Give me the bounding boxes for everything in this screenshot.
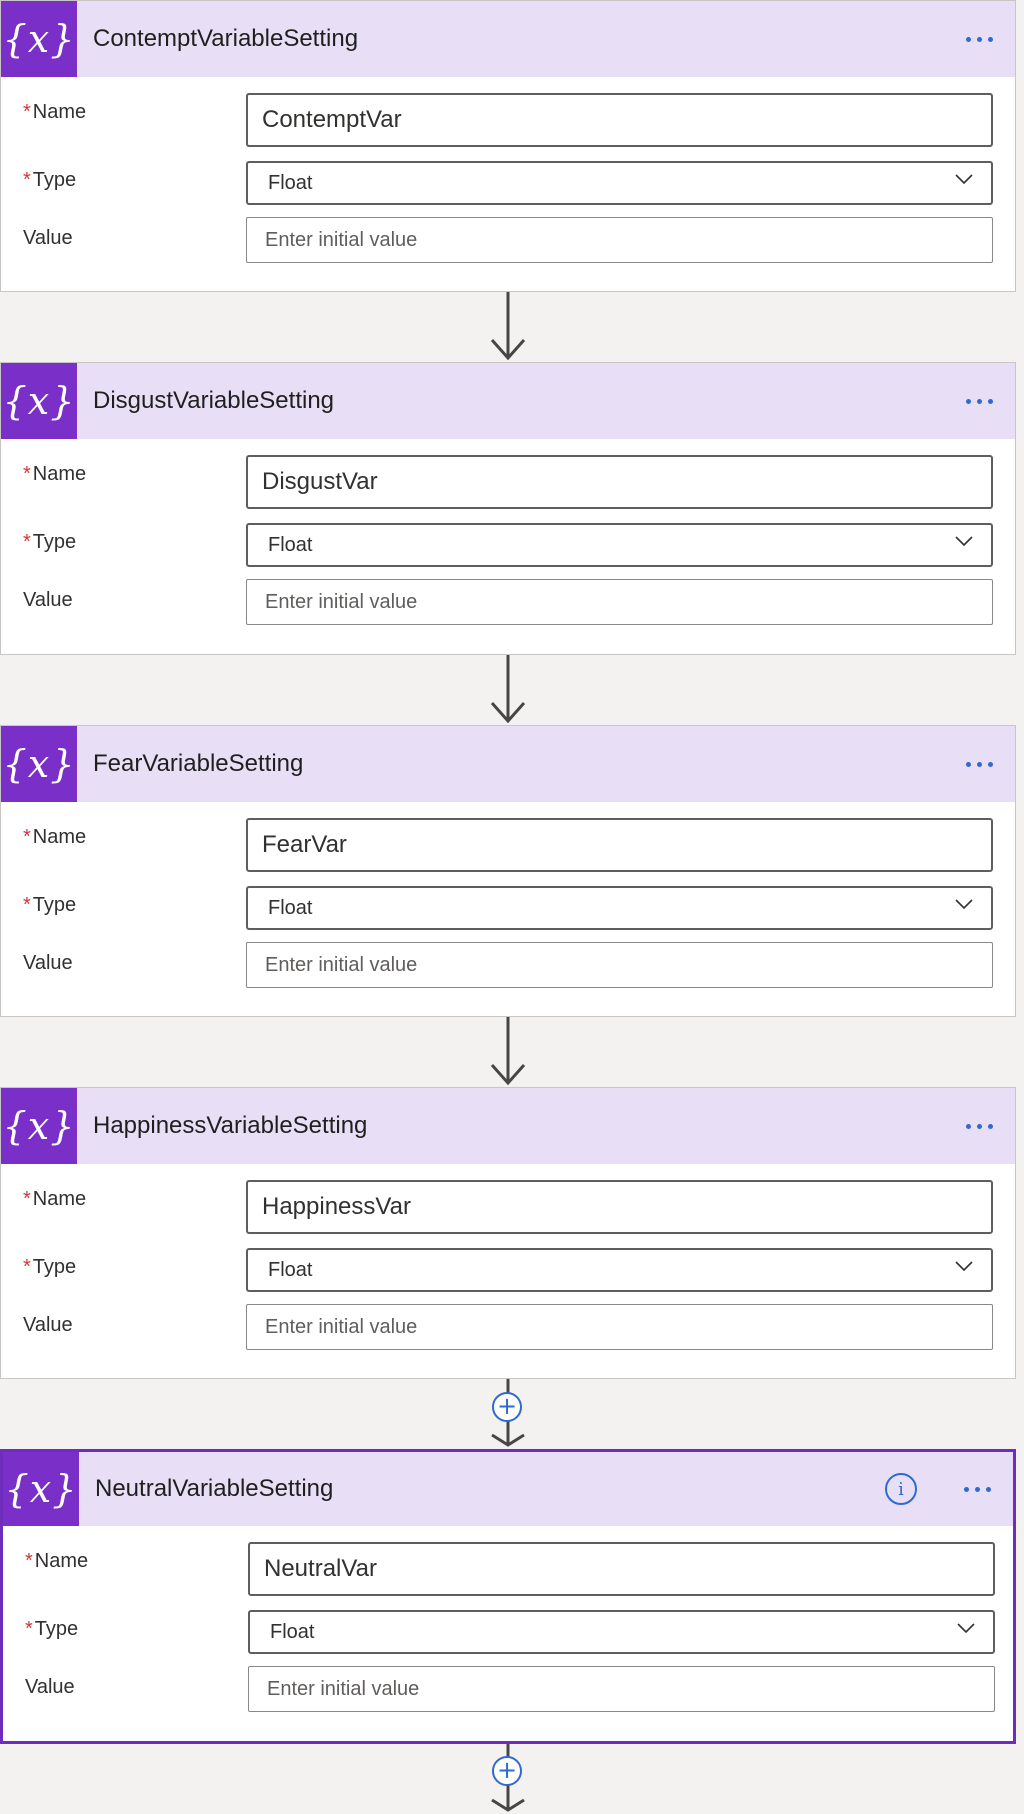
card-header[interactable]: {x} ContemptVariableSetting — [1, 1, 1015, 77]
type-label: *Type — [25, 1618, 79, 1640]
value-label: Value — [25, 1676, 75, 1698]
type-label: *Type — [23, 1256, 77, 1278]
name-input[interactable] — [246, 1180, 993, 1234]
name-input[interactable] — [246, 93, 993, 147]
type-selected-value: Float — [268, 896, 313, 919]
name-label: *Name — [23, 1188, 87, 1210]
action-card-contempt[interactable]: {x} ContemptVariableSetting *Name *Type … — [0, 0, 1016, 292]
required-mark: * — [25, 1550, 33, 1572]
name-input[interactable] — [246, 455, 993, 509]
type-selected-value: Float — [268, 171, 313, 194]
type-label: *Type — [23, 894, 77, 916]
chevron-down-icon — [955, 174, 973, 185]
insert-step-button[interactable]: + — [492, 1392, 522, 1422]
card-header[interactable]: {x} NeutralVariableSetting i — [3, 1452, 1013, 1526]
variable-icon: {x} — [1, 1088, 77, 1164]
more-options-icon[interactable] — [955, 1111, 1003, 1141]
value-input[interactable] — [248, 1666, 995, 1712]
name-label: *Name — [23, 101, 87, 123]
variable-icon: {x} — [3, 1452, 79, 1526]
required-mark: * — [23, 894, 31, 916]
name-label: *Name — [25, 1550, 89, 1572]
more-options-icon[interactable] — [955, 749, 1003, 779]
card-title[interactable]: FearVariableSetting — [93, 750, 304, 777]
chevron-down-icon — [957, 1623, 975, 1634]
type-label: *Type — [23, 531, 77, 553]
required-mark: * — [23, 101, 31, 123]
action-card-neutral[interactable]: {x} NeutralVariableSetting i *Name *Type… — [0, 1449, 1016, 1744]
type-selected-value: Float — [268, 533, 313, 556]
value-input[interactable] — [246, 217, 993, 263]
more-options-icon[interactable] — [955, 386, 1003, 416]
value-label: Value — [23, 589, 73, 611]
card-title[interactable]: NeutralVariableSetting — [95, 1475, 334, 1502]
card-title[interactable]: ContemptVariableSetting — [93, 25, 359, 52]
action-card-fear[interactable]: {x} FearVariableSetting *Name *Type Floa… — [0, 725, 1016, 1017]
type-select[interactable]: Float — [246, 161, 993, 205]
more-options-icon[interactable] — [955, 24, 1003, 54]
value-input[interactable] — [246, 579, 993, 625]
type-selected-value: Float — [268, 1258, 313, 1281]
type-select[interactable]: Float — [248, 1610, 995, 1654]
required-mark: * — [25, 1618, 33, 1640]
name-input[interactable] — [248, 1542, 995, 1596]
connector-arrow-icon — [490, 655, 526, 724]
value-input[interactable] — [246, 942, 993, 988]
variable-icon: {x} — [1, 726, 77, 802]
action-card-happiness[interactable]: {x} HappinessVariableSetting *Name *Type… — [0, 1087, 1016, 1379]
required-mark: * — [23, 169, 31, 191]
type-label: *Type — [23, 169, 77, 191]
value-label: Value — [23, 952, 73, 974]
name-label: *Name — [23, 826, 87, 848]
value-label: Value — [23, 227, 73, 249]
card-title[interactable]: DisgustVariableSetting — [93, 387, 335, 414]
card-header[interactable]: {x} DisgustVariableSetting — [1, 363, 1015, 439]
insert-step-button[interactable]: + — [492, 1756, 522, 1786]
type-select[interactable]: Float — [246, 523, 993, 567]
value-label: Value — [23, 1314, 73, 1336]
variable-icon: {x} — [1, 363, 77, 439]
connector-arrow-icon — [490, 1017, 526, 1086]
type-select[interactable]: Float — [246, 1248, 993, 1292]
connector-arrow-icon — [490, 292, 526, 361]
name-input[interactable] — [246, 818, 993, 872]
action-card-disgust[interactable]: {x} DisgustVariableSetting *Name *Type F… — [0, 362, 1016, 655]
required-mark: * — [23, 531, 31, 553]
value-input[interactable] — [246, 1304, 993, 1350]
variable-icon: {x} — [1, 1, 77, 77]
required-mark: * — [23, 463, 31, 485]
chevron-down-icon — [955, 899, 973, 910]
required-mark: * — [23, 1256, 31, 1278]
more-options-icon[interactable] — [953, 1474, 1001, 1504]
type-selected-value: Float — [270, 1620, 315, 1643]
name-label: *Name — [23, 463, 87, 485]
card-header[interactable]: {x} FearVariableSetting — [1, 726, 1015, 802]
chevron-down-icon — [955, 1261, 973, 1272]
type-select[interactable]: Float — [246, 886, 993, 930]
card-header[interactable]: {x} HappinessVariableSetting — [1, 1088, 1015, 1164]
info-icon[interactable]: i — [885, 1473, 917, 1505]
required-mark: * — [23, 826, 31, 848]
chevron-down-icon — [955, 536, 973, 547]
required-mark: * — [23, 1188, 31, 1210]
card-title[interactable]: HappinessVariableSetting — [93, 1112, 368, 1139]
